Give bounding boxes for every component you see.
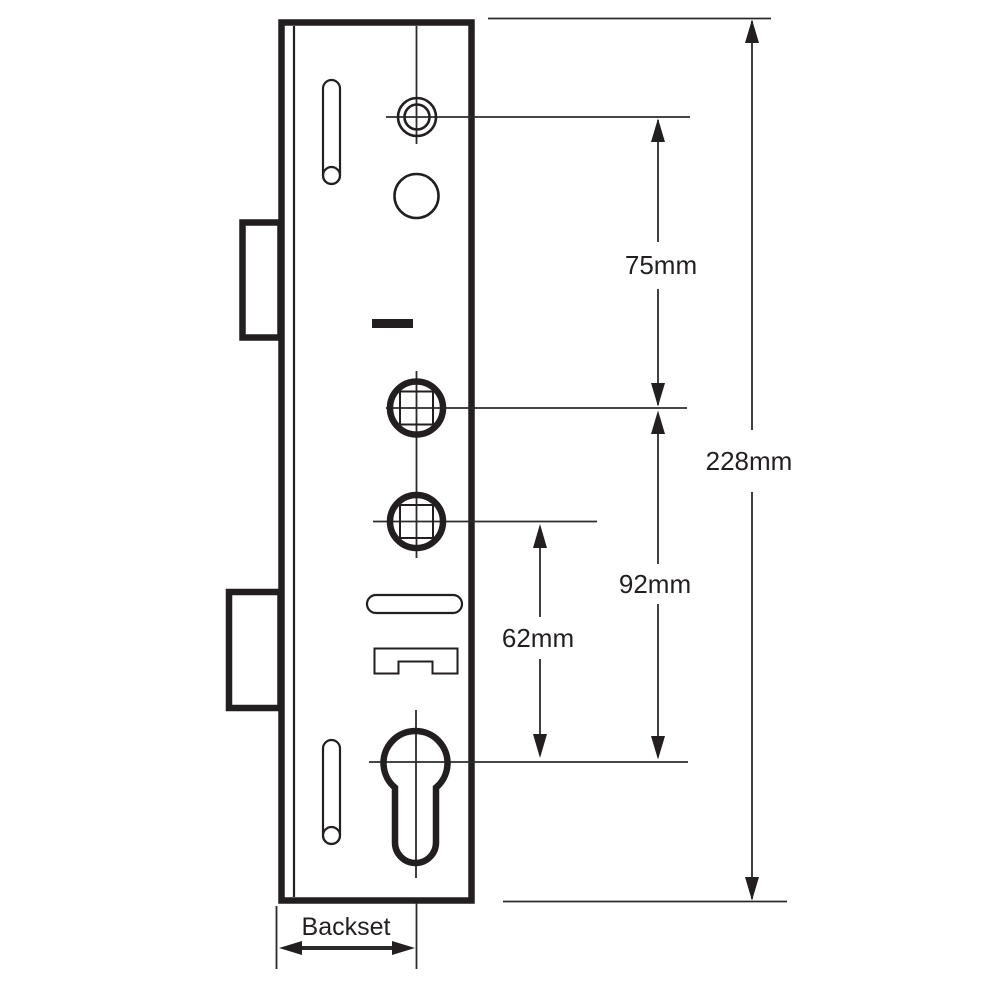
top-fixing-hole-outer [396,96,438,138]
backset-label: Backset [302,913,391,941]
dim-228-arrow-down-icon [745,877,759,901]
dim-228-arrow-up-icon [745,19,759,43]
bottom-fixing-slot-end-hole [321,825,342,846]
dim-92-arrow-up-icon [651,410,665,434]
dim-62-label: 62mm [502,623,574,653]
notched-aperture [373,647,459,675]
horizontal-slot [365,593,464,615]
dim-92-arrow-down-icon [651,736,665,760]
round-hole [393,172,440,220]
latch-bolt-lower [225,588,284,712]
dim-62-arrow-down-icon [533,734,547,758]
euro-cylinder-cutout [380,727,451,867]
latch-bolt-upper [239,219,284,341]
faceplate-outline [278,19,475,904]
lower-spindle-square [399,504,434,539]
dim-75-arrow-down-icon [651,383,665,407]
lower-spindle-hole [386,491,447,552]
backset-arrow-right-icon [392,941,415,955]
top-fixing-slot-end-hole [321,165,342,186]
dim-228-label: 228mm [706,446,793,476]
dim-92-label: 92mm [619,569,691,599]
dim-62-arrow-up-icon [533,524,547,548]
upper-spindle-hole [386,378,447,438]
backset-arrow-left-icon [279,941,302,955]
upper-spindle-square [399,390,434,426]
top-fixing-hole-inner [403,103,431,131]
dim-75-arrow-up-icon [651,118,665,142]
dim-75-label: 75mm [625,250,697,280]
marker-dash [372,319,413,328]
